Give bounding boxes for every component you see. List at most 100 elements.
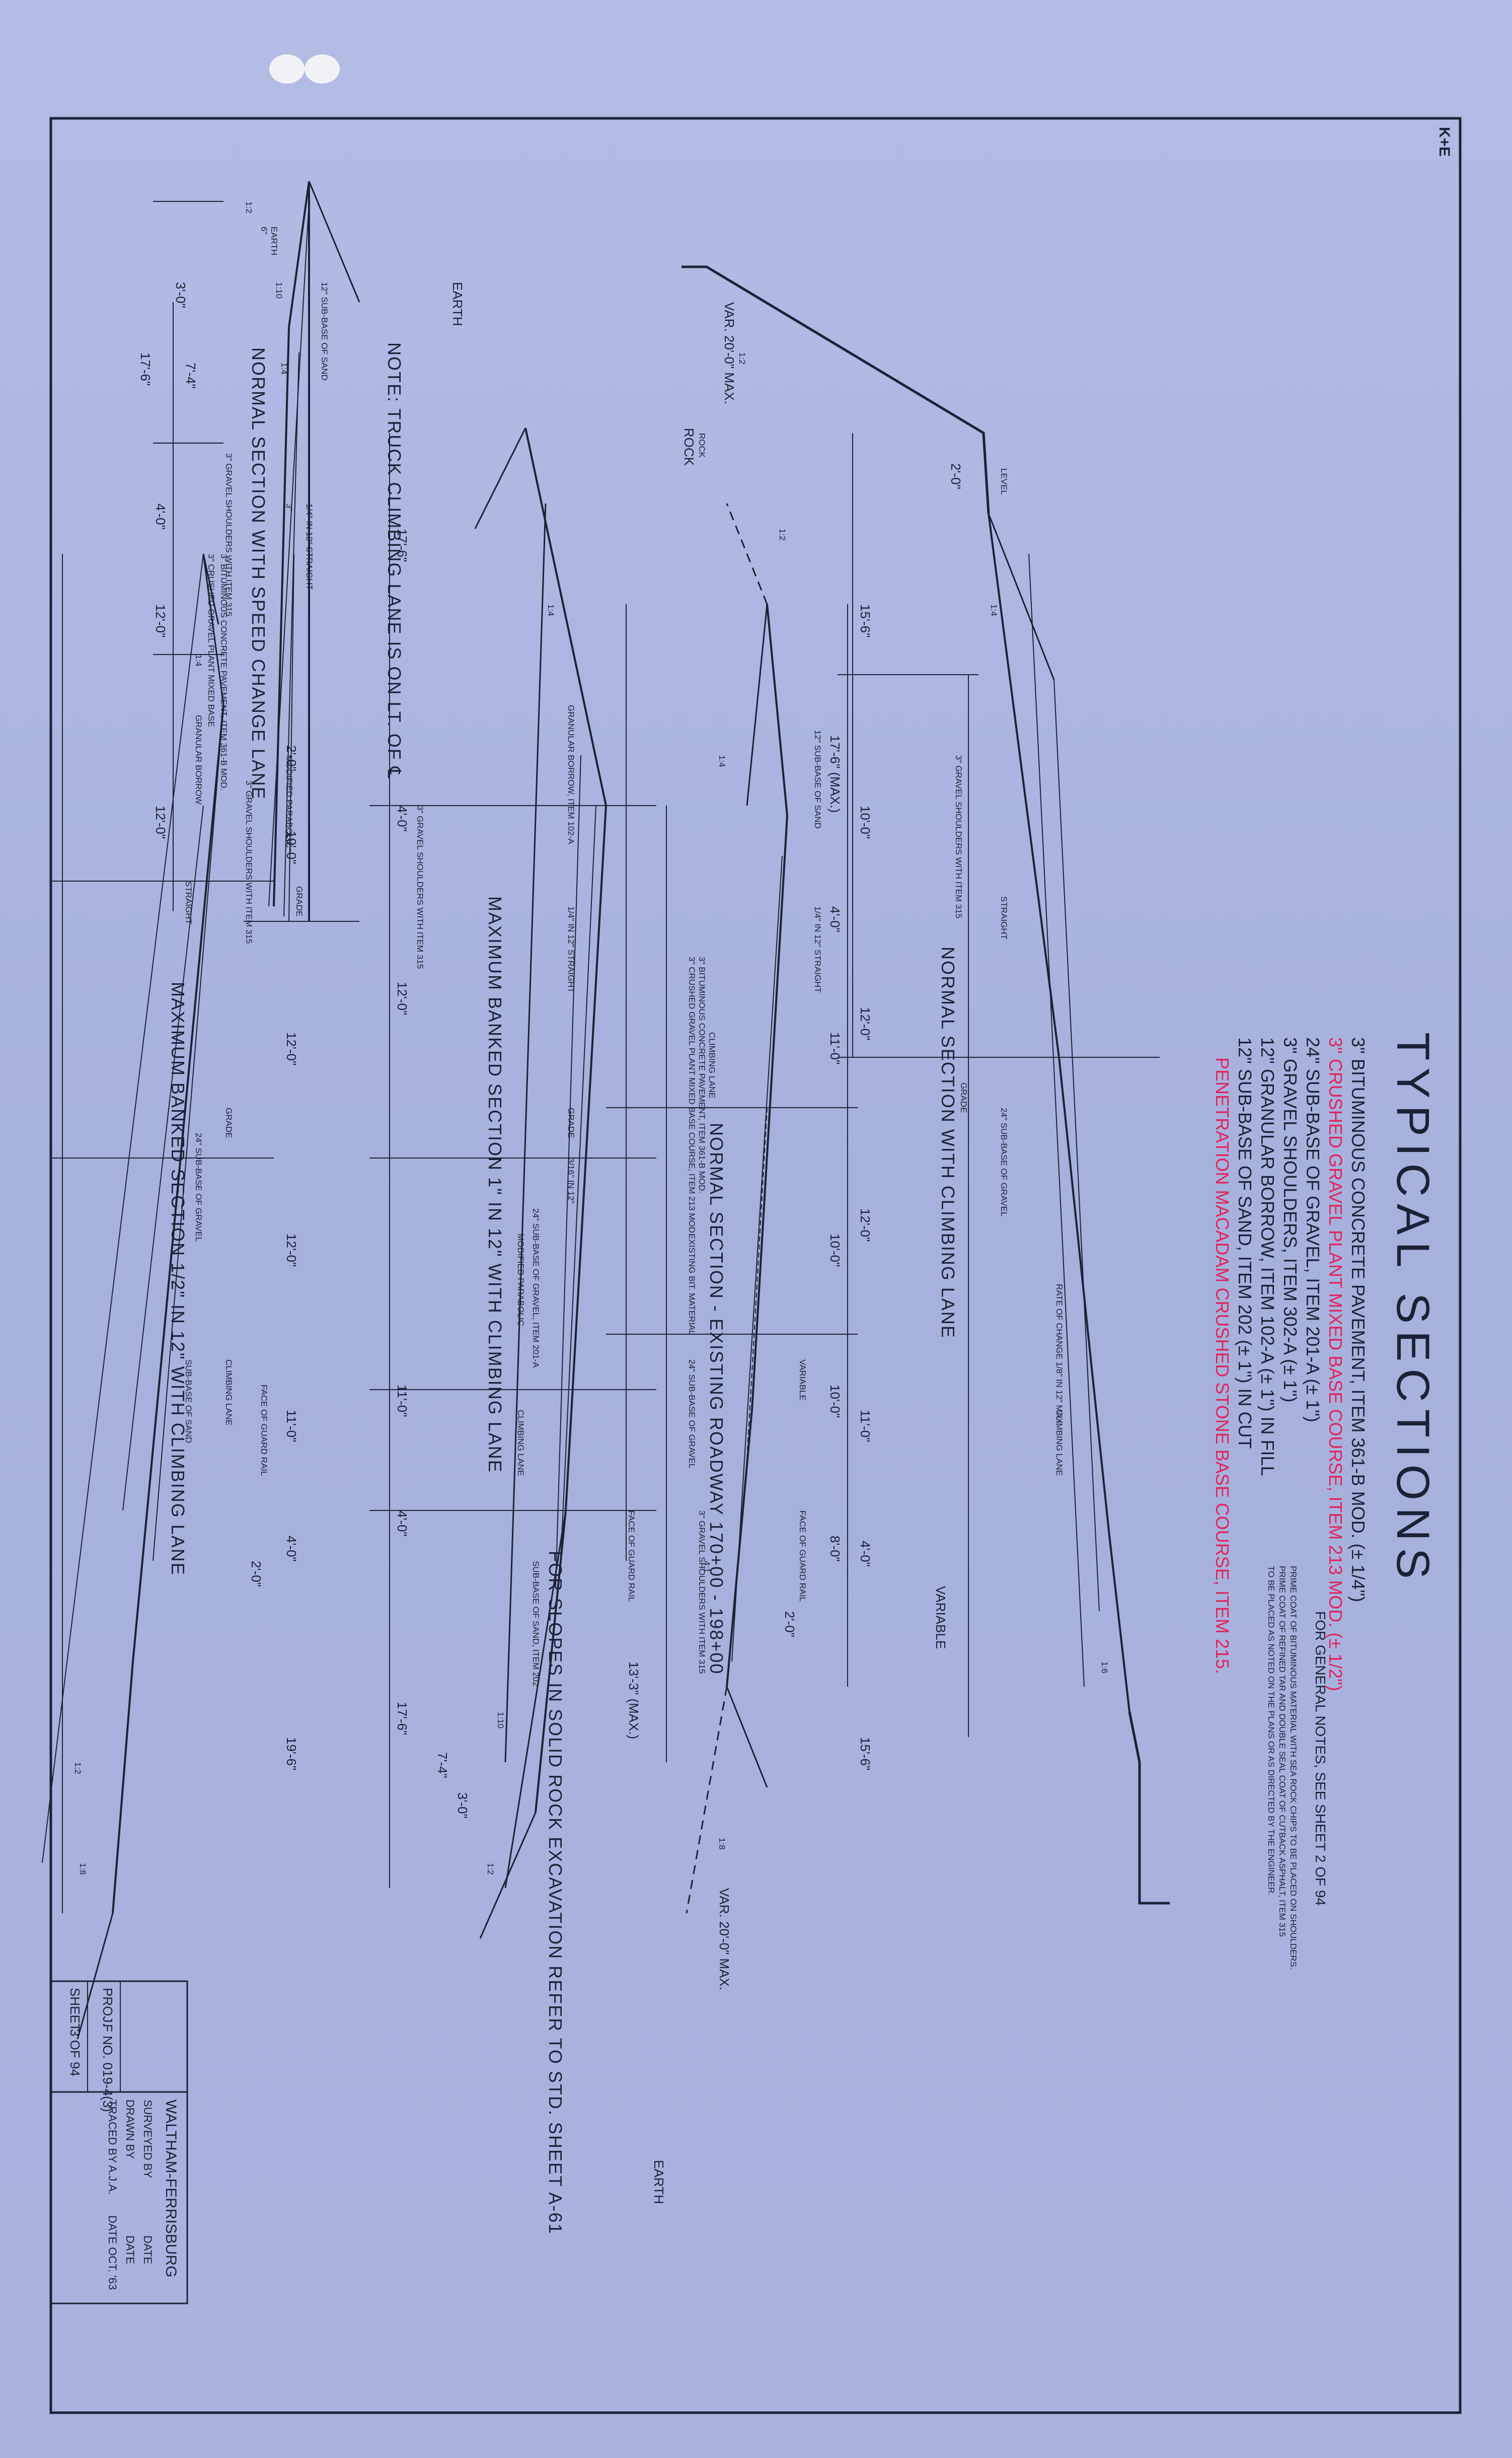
- section-label: STRAIGHT: [999, 896, 1009, 939]
- section-label: SUB-BASE OF SAND, ITEM 202: [531, 1561, 541, 1687]
- dim-label: 11'-0": [858, 1410, 873, 1442]
- dim-label: 12'-0": [395, 982, 410, 1016]
- section-1-caption: NORMAL SECTION WITH SPEED CHANGE LANE: [248, 347, 269, 800]
- drawing-border: [49, 117, 1462, 2414]
- dim-label: 4'-0": [153, 503, 168, 530]
- dim-label: 10'-0": [827, 1234, 843, 1267]
- dim-label: 11'-0": [284, 1410, 299, 1442]
- dim-label: 10'-0": [827, 1385, 843, 1418]
- dim-label: 2'-0": [284, 745, 299, 771]
- legend-item-3: 24" SUB-BASE OF GRAVEL, ITEM 201-A (± 1"…: [1303, 1037, 1323, 1422]
- section-5-caption: MAXIMUM BANKED SECTION 1/2" IN 12" WITH …: [168, 982, 188, 1576]
- sheet-label: SHEET: [67, 1988, 83, 2032]
- dim-label: 7'-4": [183, 363, 198, 389]
- dim-label: 12'-0": [284, 1234, 299, 1267]
- dim-label: 4'-0": [395, 1510, 410, 1537]
- section-label: GRADE: [959, 1082, 968, 1113]
- section-label: 1:2: [778, 529, 787, 541]
- section-label: 3" GRAVEL SHOULDERS WITH ITEM 315: [697, 1510, 707, 1674]
- section-label: ROCK: [697, 433, 707, 458]
- section-label: VARIABLE: [798, 1359, 807, 1401]
- section-label: CLIMBING LANE: [516, 1410, 525, 1476]
- section-label: 4:1: [702, 1561, 712, 1573]
- dim-label: 17'-6": [138, 352, 153, 386]
- end-label-earth-right: EARTH: [651, 2160, 666, 2204]
- surveyed-date: DATE: [141, 2235, 154, 2265]
- dim-label: VARIABLE: [933, 1586, 948, 1649]
- section-label: 3" GRAVEL SHOULDERS WITH ITEM 315: [954, 755, 963, 919]
- section-label: 12" SUB-BASE OF SAND: [320, 282, 329, 381]
- dim-label: 13'-3" (MAX.): [626, 1661, 641, 1740]
- dim-label: 12'-0": [153, 604, 168, 638]
- dim-label: 2'-0": [948, 463, 963, 489]
- dim-label: 12'-0": [153, 806, 168, 839]
- dim-label: VAR. 20'-0" MAX.: [722, 302, 737, 404]
- section-climbing-lane: [369, 427, 667, 1939]
- sheet-title: TYPICAL SECTIONS: [1387, 1032, 1439, 1586]
- section-label: GRADE: [294, 886, 304, 917]
- section-label: EXISTING BIT. MATERIAL: [687, 1234, 697, 1335]
- section-label: FACE OF GUARD RAIL: [259, 1385, 269, 1476]
- section-label: 1:4: [194, 655, 203, 667]
- section-label: 3" CRUSHED GRAVEL PLANT MIXED BASE COURS…: [687, 957, 697, 1236]
- dim-label: 17'-6" (MAX.): [827, 735, 843, 813]
- section-label: GRADE: [224, 1108, 234, 1138]
- section-label: 1:8: [78, 1863, 88, 1875]
- legend-red-note: PENETRATION MACADAM CRUSHED STONE BASE C…: [1212, 1057, 1233, 1674]
- section-label: 24" SUB-BASE OF GRAVEL, ITEM 201-A: [531, 1208, 541, 1368]
- dim-label: 2'-0": [782, 1611, 797, 1637]
- section-label: STRAIGHT: [184, 881, 193, 924]
- section-label: 1:6: [1100, 1661, 1109, 1674]
- section-label: 1:4: [546, 604, 556, 616]
- section-existing-roadway: [606, 503, 858, 1914]
- surveyed-by: SURVEYED BY: [141, 2100, 154, 2179]
- section-label: 1:10: [496, 1712, 505, 1729]
- dim-label: 17'-6": [395, 529, 410, 562]
- section-label: 3/16" IN 12": [566, 1158, 576, 1204]
- title-block-frame: [50, 1980, 188, 2304]
- dim-label: 11'-0": [827, 1032, 843, 1065]
- dim-label: 19'-6": [284, 1737, 299, 1771]
- dim-label: 10'-0": [284, 831, 299, 864]
- dim-label: 4'-0": [284, 1536, 299, 1562]
- maker-mark: K+E: [1436, 127, 1453, 157]
- dim-label: 8'-0": [827, 1536, 843, 1562]
- dim-label: 12'-0": [858, 1208, 873, 1242]
- section-banked-half-in12: [42, 553, 274, 2040]
- section-label: SUB-BASE OF SAND: [184, 1359, 193, 1443]
- rock-slope-note: FOR SLOPES IN SOLID ROCK EXCAVATION REFE…: [545, 1551, 566, 2235]
- legend-small-note-2: PRIME COAT OF REFINED TAR AND DOUBLE SEA…: [1277, 1566, 1287, 1937]
- dim-label: 17'-6": [395, 1702, 410, 1736]
- sheet-value: 3 OF 94: [67, 2029, 83, 2076]
- section-label: CLIMBING LANE: [707, 1032, 717, 1099]
- title-block: WALTHAM-FERRISBURG SURVEYED BY DATE DRAW…: [52, 1984, 183, 2301]
- dim-label: 3'-0": [173, 282, 188, 308]
- punch-hole: [305, 54, 340, 84]
- section-label: 1:2: [737, 352, 747, 365]
- dim-label: 12'-0": [858, 1007, 873, 1041]
- legend-small-note-1: PRIME COAT OF BITUMINOUS MATERIAL WITH S…: [1289, 1566, 1298, 1970]
- dim-label: 2'-0": [249, 1561, 264, 1587]
- section-label: GRADE: [566, 1108, 576, 1138]
- general-notes-reference: FOR GENERAL NOTES, SEE SHEET 2 OF 94: [1313, 1611, 1328, 1906]
- section-3-caption: NORMAL SECTION - EXISTING ROADWAY 170+00…: [706, 1123, 727, 1675]
- dim-label: 15'-6": [858, 604, 873, 638]
- section-label: 1:10: [274, 282, 284, 299]
- dim-label: 4'-0": [827, 906, 843, 932]
- section-label: GRANULAR BORROW, ITEM 102-A: [566, 705, 576, 844]
- section-label: 24" SUB-BASE OF GRAVEL: [999, 1108, 1009, 1217]
- dim-label: 15'-6": [858, 1737, 873, 1771]
- legend-item-4: 3" GRAVEL SHOULDERS, ITEM 302-A (± 1"): [1280, 1037, 1301, 1403]
- proj-value: F NO. 019-4(3): [100, 2024, 115, 2112]
- proj-label: PROJ.: [100, 1988, 115, 2027]
- legend-small-note-3: TO BE PLACED AS NOTED ON THE PLANS OR AS…: [1266, 1566, 1276, 1896]
- end-label-rock: ROCK: [682, 428, 697, 466]
- section-label: 1:4: [279, 363, 289, 375]
- traced-by: TRACED BY A.J.A.: [106, 2100, 119, 2195]
- dim-label: 12'-0": [284, 1032, 299, 1066]
- section-label: 3" CRUSHED GRAVEL PLANT MIXED BASE: [206, 554, 216, 727]
- dim-label: 3'-0": [455, 1792, 470, 1819]
- legend-item-5: 12" GRANULAR BORROW, ITEM 102-A (± 1") I…: [1257, 1037, 1278, 1476]
